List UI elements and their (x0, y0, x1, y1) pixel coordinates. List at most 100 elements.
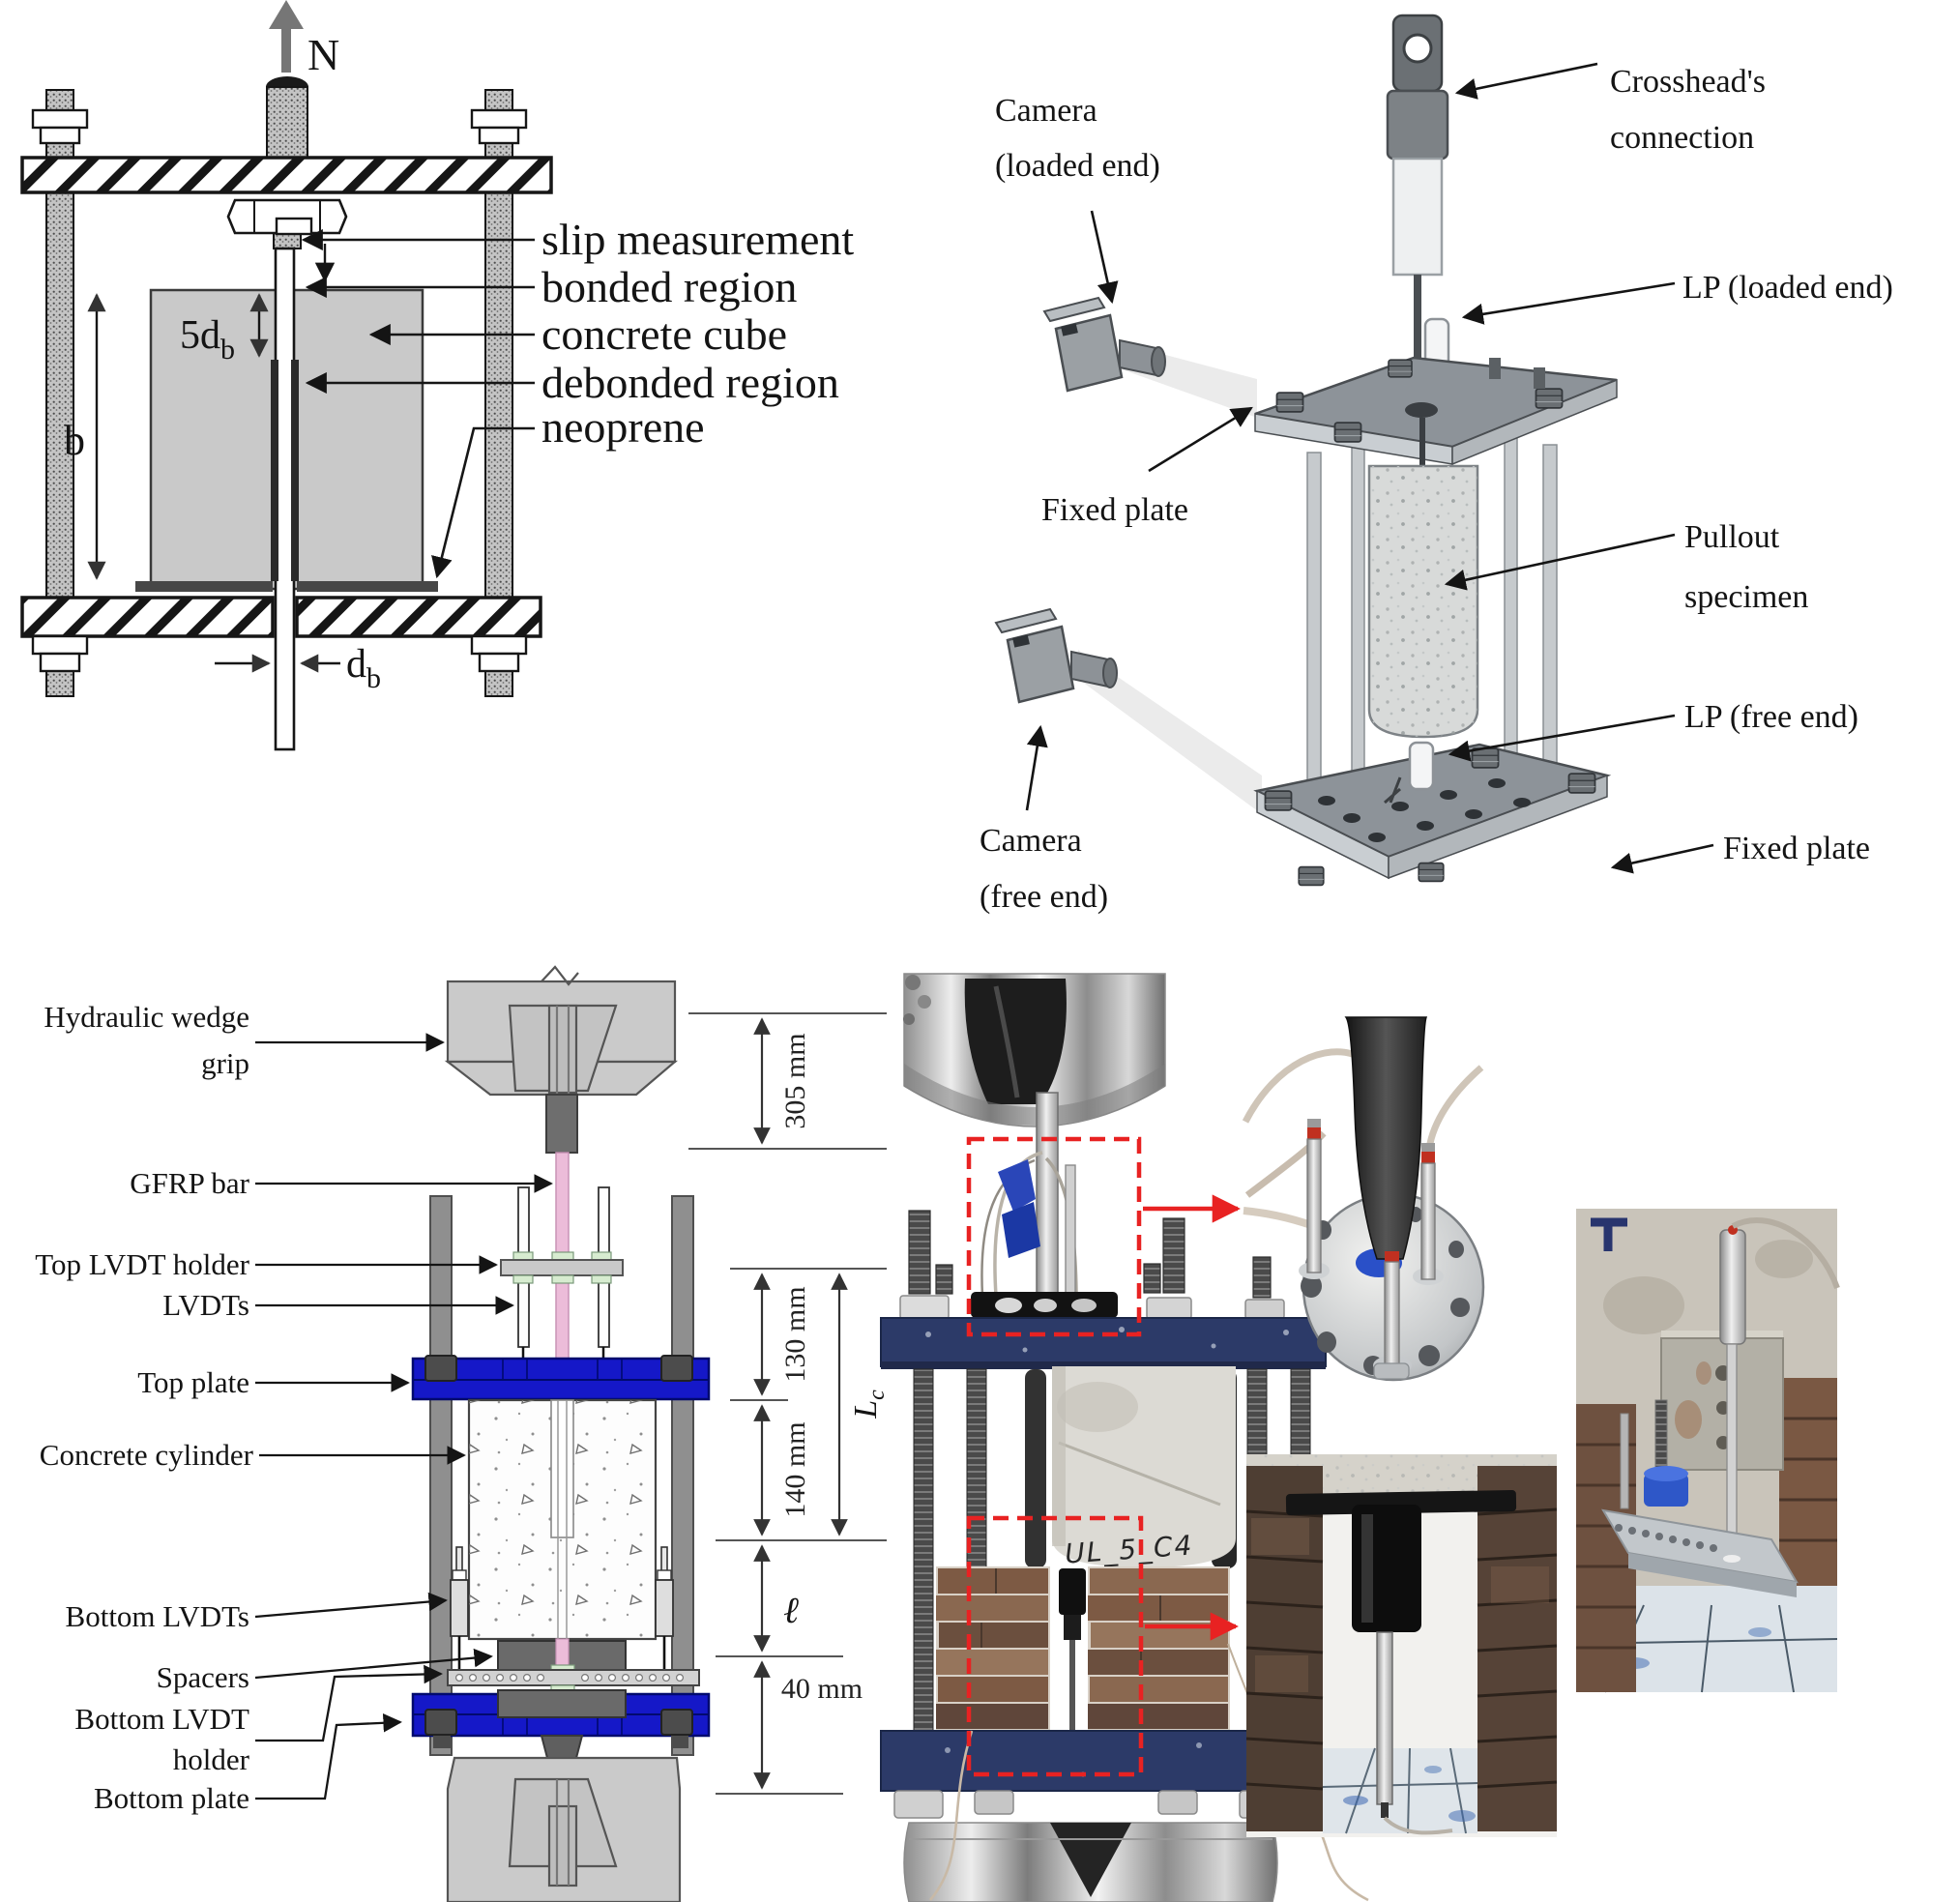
rig-rod-front-left (1306, 452, 1322, 790)
photo-top-lvdt-holder-detail (1242, 1016, 1485, 1382)
north-label: N (307, 30, 339, 79)
bottom-holder-arm (1285, 1489, 1517, 1516)
crosshead-connection-part (1386, 14, 1449, 383)
slip-clamp (275, 217, 313, 236)
label-bottom-plate: Bottom plate (94, 1781, 249, 1815)
neoprene-strip-left (135, 581, 273, 592)
label-crosshead-2: connection (1610, 120, 1754, 156)
panel1-leaders (301, 228, 535, 579)
top-reaction-plate (20, 156, 553, 194)
photo-bottom-holder-side-view (1575, 1209, 1840, 1693)
dim-140mm: 140 mm (779, 1421, 811, 1517)
neoprene-strip-right (297, 581, 438, 592)
brick-wall-left (1245, 1466, 1324, 1831)
north-arrow-icon (269, 0, 304, 73)
label-pullout-2: specimen (1684, 579, 1808, 615)
top-nuts (31, 108, 528, 145)
debonded-sleeve-right (291, 360, 299, 581)
label-spacers: Spacers (157, 1660, 249, 1694)
dim-5db: 5db (180, 313, 235, 366)
dim-130mm: 130 mm (779, 1286, 811, 1382)
camera-loaded-end-icon (1042, 296, 1166, 393)
label-slip-measurement: slip measurement (541, 215, 854, 264)
label-hydraulic-1: Hydraulic wedge (44, 1000, 249, 1034)
label-concrete-cube: concrete cube (541, 309, 787, 359)
hydraulic-wedge-grip-bottom (446, 1756, 682, 1902)
bottom-lvdt-rod (1376, 1631, 1393, 1805)
label-pullout-1: Pullout (1684, 519, 1780, 555)
label-bonded-region: bonded region (541, 262, 797, 311)
label-bottom-lvdt-2: holder (173, 1742, 250, 1776)
hydraulic-wedge-grip-top (444, 965, 678, 1097)
label-lp-free: LP (free end) (1684, 699, 1858, 735)
blue-tape (998, 1159, 1036, 1212)
label-camera-free-1: Camera (980, 823, 1082, 859)
dim-ell: ℓ (783, 1591, 799, 1631)
red-dashed-box-bottom (966, 1515, 1144, 1777)
red-annotations (966, 1136, 1241, 1777)
panel3-leaders (254, 1033, 553, 1800)
side-lvdt-body (1719, 1229, 1746, 1345)
label-hydraulic-2: grip (201, 1046, 249, 1080)
lp-free-end-part (1384, 741, 1435, 805)
label-bottom-lvdt-1: Bottom LVDT (74, 1702, 249, 1736)
label-camera-free-2: (free end) (980, 879, 1108, 915)
blue-marker-mark (1591, 1217, 1627, 1251)
panel-pullout-cube-schematic: N 5db b db (20, 0, 854, 751)
center-threaded-rod (266, 86, 308, 160)
dim-db: db (346, 642, 381, 694)
rig-rod-back-left (1351, 436, 1365, 778)
photo-bottom-lvdt-detail (1245, 1454, 1558, 1837)
dim-b: b (64, 417, 85, 464)
dim-lc: Lc (848, 1390, 890, 1419)
label-concrete-cylinder: Concrete cylinder (40, 1438, 254, 1472)
panel-pullout-rig-3d: Camera (loaded end) Crosshead's connecti… (980, 14, 1893, 915)
label-fixed-plate-bottom: Fixed plate (1723, 831, 1870, 866)
label-neoprene: neoprene (541, 402, 705, 452)
brick-wall-right (1477, 1466, 1558, 1831)
bottom-lvdts-part (450, 1546, 674, 1678)
camera-free-end-icon (994, 607, 1118, 704)
bottom-lvdt-holder-part (447, 1664, 700, 1695)
dim-40mm: 40 mm (781, 1673, 863, 1705)
panel-lvdt-setup-schematic: Hydraulic wedge grip GFRP bar Top LVDT h… (35, 965, 890, 1902)
brick-column-right (1779, 1378, 1837, 1586)
label-camera-loaded-2: (loaded end) (995, 148, 1160, 184)
pullout-specimen-part (1367, 418, 1479, 739)
label-crosshead-1: Crosshead's (1610, 64, 1766, 100)
bottom-reaction-plate-right (295, 596, 542, 638)
concrete-cylinder-part (467, 1398, 658, 1641)
dim-305mm: 305 mm (779, 1033, 811, 1128)
label-top-plate: Top plate (137, 1365, 249, 1399)
top-lvdt-holder-part (500, 1251, 624, 1284)
label-lp-loaded: LP (loaded end) (1682, 270, 1893, 306)
center-nut (226, 198, 348, 235)
dimension-arrows (753, 1017, 848, 1790)
fixed-plate-top-part (1254, 356, 1618, 466)
photo-top-plate (880, 1317, 1327, 1367)
rig-rod-back-right (1504, 432, 1518, 771)
frame-rod-left (429, 1195, 453, 1756)
top-plate-part (411, 1355, 711, 1401)
label-gfrp-bar: GFRP bar (130, 1166, 249, 1200)
bottom-reaction-plate-left (20, 596, 275, 638)
bottom-nuts (31, 634, 528, 673)
camera-beam-bottom (1078, 650, 1262, 814)
bottom-plate-part (411, 1692, 711, 1748)
label-debonded-region: debonded region (541, 358, 839, 407)
frame-rod-right (671, 1195, 694, 1756)
label-camera-loaded-1: Camera (995, 93, 1097, 129)
debonded-sleeve-left (271, 360, 278, 581)
grip-adapter-bottom (540, 1735, 584, 1759)
panel2-leaders (1025, 62, 1714, 874)
label-bottom-lvdts: Bottom LVDTs (66, 1599, 249, 1633)
label-top-lvdt-holder: Top LVDT holder (35, 1247, 249, 1281)
fixed-plate-bottom-part (1253, 743, 1612, 887)
spacers-lower (497, 1689, 627, 1718)
photo-concrete-cylinder: UL_5_C4 (1052, 1366, 1236, 1570)
wedge-cone (1344, 1016, 1428, 1260)
dimension-lines (688, 1012, 887, 1795)
grip-adapter-top (545, 1094, 578, 1154)
blue-spacer-cylinder (1644, 1474, 1688, 1507)
